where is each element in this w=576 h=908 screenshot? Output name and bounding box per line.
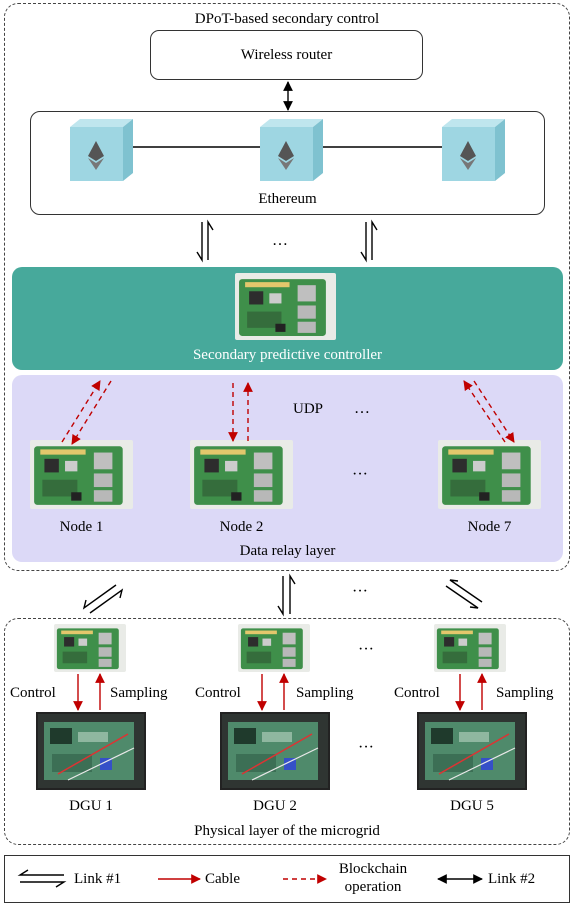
node-1-raspberry-pi-image: [30, 440, 133, 509]
nodes-ellipsis: ···: [352, 466, 368, 483]
node2-controller-blockchain-arrows: [228, 382, 253, 442]
ethereum-cube-icon-2: [260, 119, 323, 181]
legend-cable-label: Cable: [205, 871, 240, 887]
dgu-board-ellipsis: ···: [358, 641, 374, 658]
dgu-5-raspberry-pi-image: [434, 624, 506, 672]
udp-ellipsis: …: [354, 400, 370, 417]
dgu2-cables: [257, 673, 289, 711]
ethereum-controller-link1-right: [360, 219, 378, 263]
legend-link2-label: Link #2: [488, 871, 536, 887]
dgu-1-control-label: Control: [10, 685, 56, 701]
dgu-1-sampling-label: Sampling: [110, 685, 168, 701]
node-2-label: Node 2: [219, 519, 264, 535]
legend-link1-label: Link #1: [74, 871, 122, 887]
physical-layer-label: Physical layer of the microgrid: [194, 823, 380, 839]
dgu5-cables: [455, 673, 487, 711]
dgu-5-label: DGU 5: [450, 798, 494, 814]
relay-physical-link1-1: [82, 584, 124, 614]
dgu-1-label: DGU 1: [69, 798, 113, 814]
dgu-2-control-label: Control: [195, 685, 241, 701]
dgu-2-label: DGU 2: [253, 798, 297, 814]
legend-blockchain-label-1: Blockchain: [338, 861, 408, 877]
secondary-control-frame: [4, 3, 570, 571]
ethereum-cube-icon-1: [70, 119, 133, 181]
dgu-5-control-label: Control: [394, 685, 440, 701]
legend-link1-icon: [17, 869, 67, 888]
relay-physical-link1-3: [445, 579, 483, 609]
data-relay-layer-label: Data relay layer: [239, 543, 336, 559]
ethereum-link-ellipsis: …: [272, 232, 288, 249]
node-7-raspberry-pi-image: [438, 440, 541, 509]
controller-raspberry-pi-image: [235, 273, 336, 340]
node1-controller-blockchain-arrows: [61, 380, 112, 445]
wireless-router-label: Wireless router: [240, 47, 333, 63]
dgu-5-sampling-label: Sampling: [496, 685, 554, 701]
secondary-controller-label: Secondary predictive controller: [192, 347, 383, 363]
dgu-5-image: [417, 712, 527, 790]
dgu-1-raspberry-pi-image: [54, 624, 126, 672]
dgu-1-image: [36, 712, 146, 790]
legend-blockchain-label-2: operation: [344, 879, 402, 895]
node7-controller-blockchain-arrows: [463, 380, 515, 443]
dgu-2-image: [220, 712, 330, 790]
dgu-2-sampling-label: Sampling: [296, 685, 354, 701]
udp-label: UDP: [293, 401, 324, 417]
node-2-raspberry-pi-image: [190, 440, 293, 509]
wireless-router-box: [150, 30, 423, 80]
ethereum-cube-icon-3: [442, 119, 505, 181]
dgu-2-raspberry-pi-image: [238, 624, 310, 672]
node-7-label: Node 7: [467, 519, 512, 535]
link1-ellipsis: ···: [352, 583, 368, 600]
ethereum-controller-link1-left: [196, 219, 214, 263]
secondary-control-title: DPoT-based secondary control: [194, 11, 380, 27]
ethereum-label: Ethereum: [258, 191, 317, 207]
node-1-label: Node 1: [59, 519, 104, 535]
relay-physical-link1-2: [277, 573, 296, 617]
dgu1-cables: [73, 673, 105, 711]
physical-layer-frame: [4, 618, 570, 845]
dgu-ellipsis: ···: [358, 739, 374, 756]
